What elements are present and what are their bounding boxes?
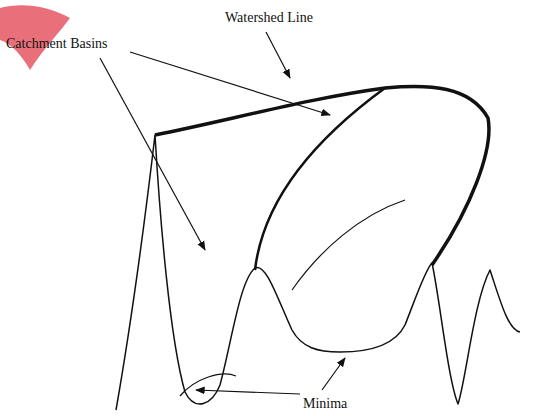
ridge-line (255, 88, 385, 270)
leader-arrow (196, 390, 300, 394)
leader-arrow (100, 58, 205, 250)
surface-profile (116, 135, 520, 410)
callout-label: Catchment Basins (6, 36, 108, 51)
watershed-line (155, 86, 489, 265)
minimum-contour (180, 374, 236, 396)
basin-contour (292, 200, 405, 290)
leader-arrow (266, 32, 290, 78)
leader-arrow (322, 358, 345, 390)
callout-label: Watershed Line (225, 10, 313, 25)
leader-arrow (130, 52, 330, 115)
callout-label: Minima (303, 396, 347, 411)
